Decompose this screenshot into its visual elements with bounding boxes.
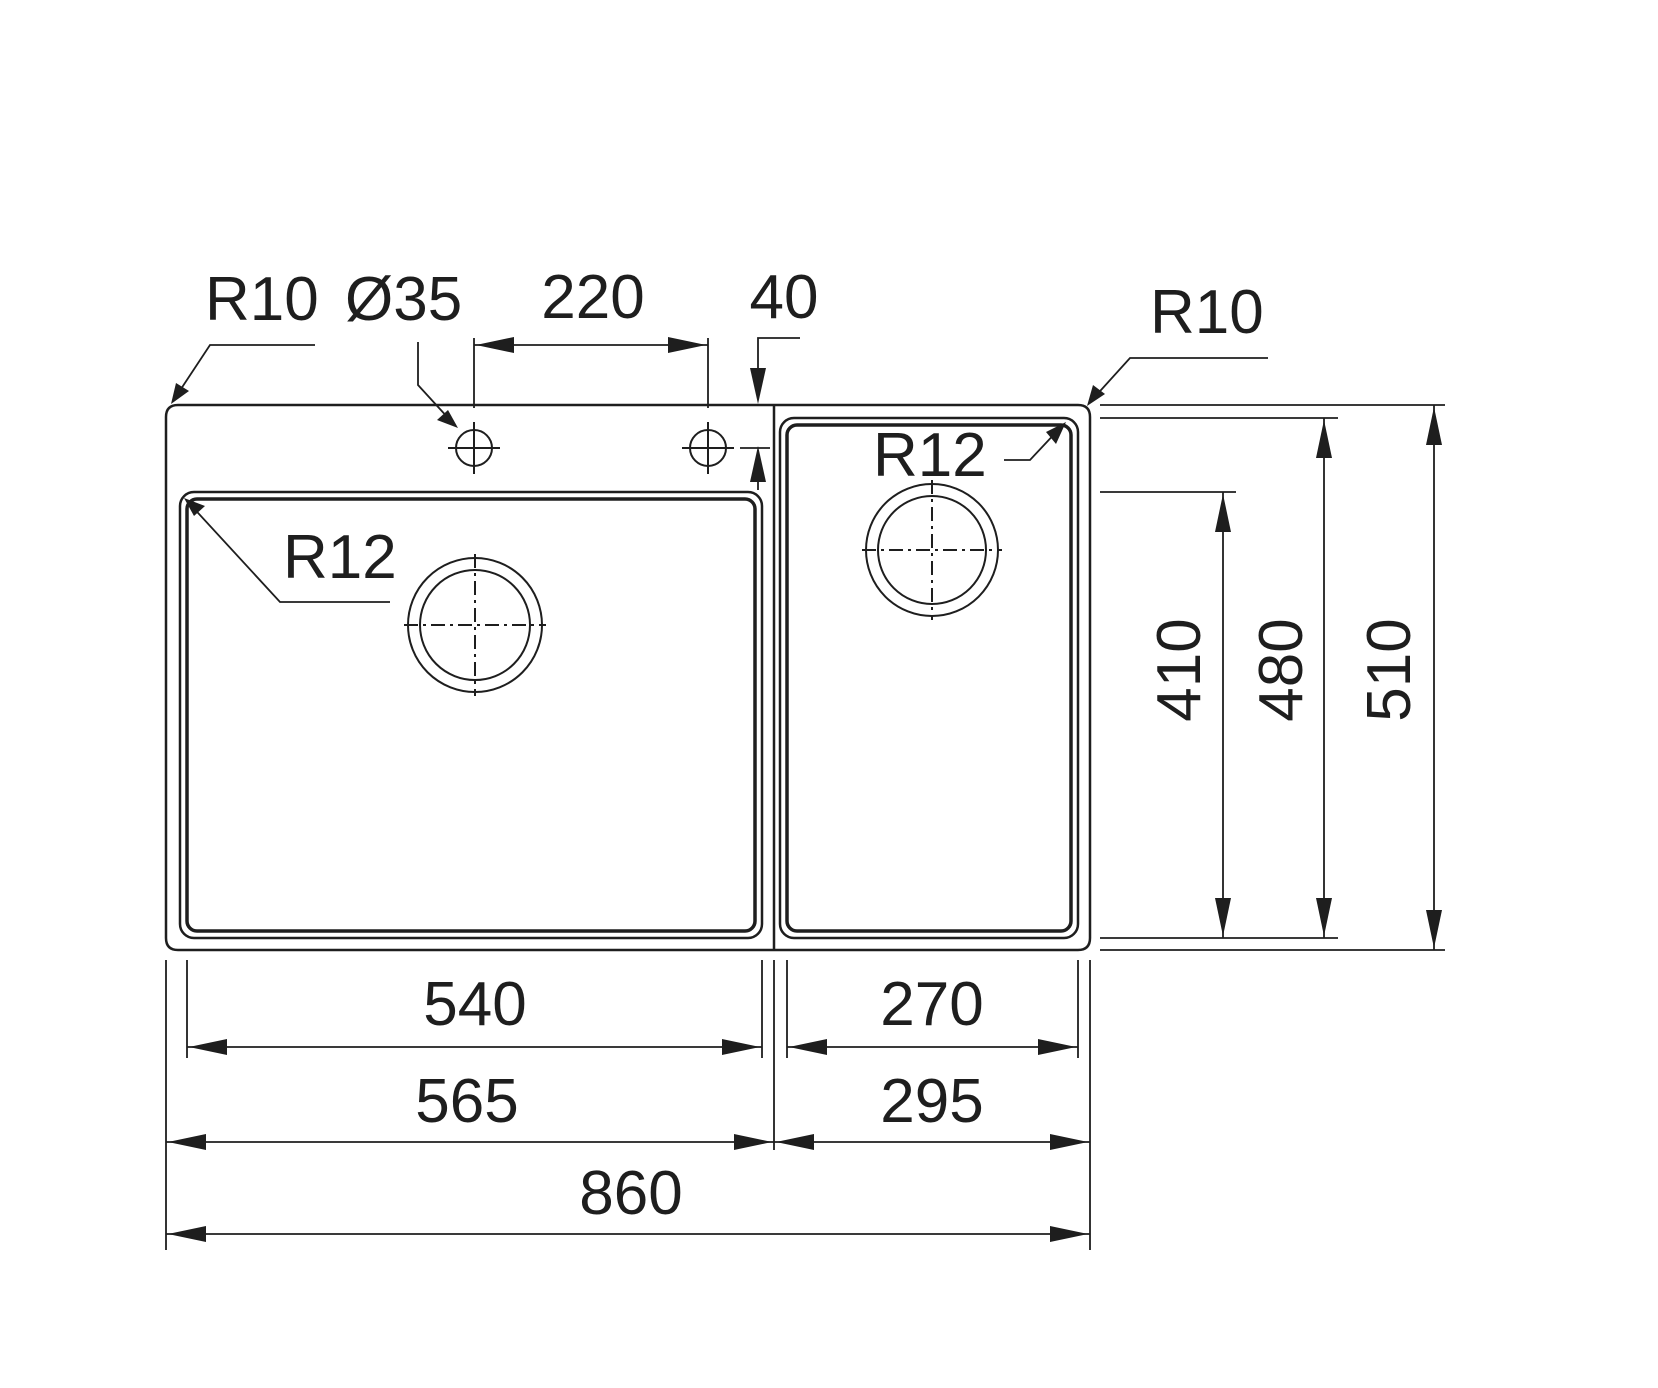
tap-hole-offset-label: 40 bbox=[750, 263, 819, 332]
top-arrowheads bbox=[171, 337, 1105, 516]
left-bowl bbox=[178, 490, 764, 940]
bowl-depth-small-label: 410 bbox=[1145, 618, 1214, 721]
bowl-radius-left-label: R12 bbox=[283, 523, 397, 592]
corner-radius-left-label: R10 bbox=[205, 265, 319, 334]
sink-outline bbox=[164, 403, 1092, 952]
corner-radius-right-label: R10 bbox=[1150, 278, 1264, 347]
overall-width-label: 860 bbox=[579, 1159, 682, 1228]
right-arrowheads bbox=[1215, 407, 1442, 948]
worktop-edge bbox=[164, 403, 1092, 952]
right-section-width-label: 295 bbox=[880, 1067, 983, 1136]
right-annotations bbox=[1100, 404, 1445, 951]
bottom-annotations bbox=[165, 960, 1091, 1250]
left-bowl-width-label: 540 bbox=[423, 970, 526, 1039]
top-annotations bbox=[174, 337, 1268, 603]
overall-depth-label: 510 bbox=[1355, 618, 1424, 721]
bowl-depth-large-label: 480 bbox=[1247, 618, 1316, 721]
left-section-width-label: 565 bbox=[415, 1067, 518, 1136]
left-drain bbox=[404, 554, 546, 696]
tap-hole-diameter-label: Ø35 bbox=[345, 265, 462, 334]
tap-hole-left bbox=[448, 422, 500, 474]
bottom-arrowheads bbox=[168, 1039, 1088, 1242]
right-bowl bbox=[778, 416, 1080, 940]
tap-hole-spacing-label: 220 bbox=[541, 263, 644, 332]
right-bowl-width-label: 270 bbox=[880, 970, 983, 1039]
right-drain bbox=[862, 480, 1002, 620]
tap-hole-right bbox=[682, 422, 734, 474]
bowl-radius-right-label: R12 bbox=[873, 421, 987, 490]
